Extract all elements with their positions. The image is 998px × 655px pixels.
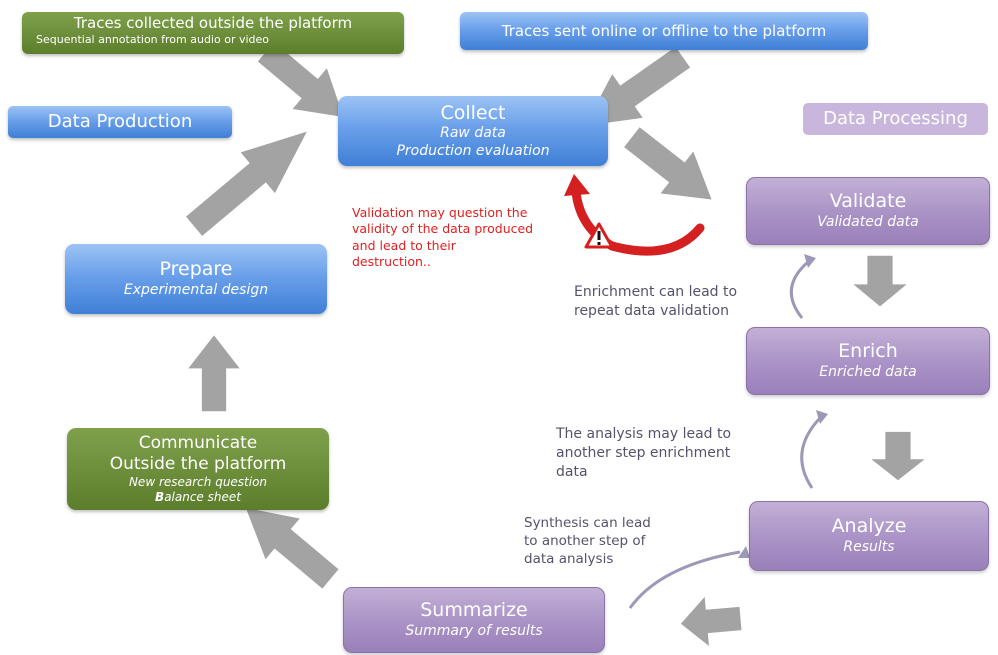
source-outside-line2: Sequential annotation from audio or vide… [36, 32, 270, 46]
note-validation-warning: Validation may question the validity of … [352, 205, 572, 270]
arrow-prepare-to-collect [185, 131, 307, 236]
note-analysis-line1: The analysis may lead to [556, 426, 732, 442]
step-communicate-line2-rest: alance sheet [164, 490, 241, 505]
step-analyze-title: Analyze [831, 515, 907, 538]
step-collect-line1: Raw data [440, 125, 506, 142]
step-validate-title: Validate [829, 190, 907, 213]
source-outside-platform: Traces collected outside the platform Se… [22, 12, 404, 54]
arrow-validate-to-enrich [853, 255, 907, 307]
step-communicate-title: Communicate [138, 432, 258, 453]
source-online-offline: Traces sent online or offline to the pla… [460, 12, 868, 50]
step-communicate-line2-bold: B [155, 490, 165, 505]
note-enrichment: Enrichment can lead to repeat data valid… [574, 283, 737, 321]
loop-arrow-enrichment [789, 260, 809, 319]
note-enrichment-line1: Enrichment can lead to [574, 284, 738, 300]
arrow-communicate-to-prepare [188, 335, 240, 412]
step-enrich: Enrich Enriched data [746, 327, 990, 395]
step-prepare: Prepare Experimental design [65, 244, 327, 314]
note-synthesis-line1: Synthesis can lead [524, 515, 651, 531]
note-warning-line4: destruction.. [352, 253, 431, 269]
step-communicate-line2: Balance sheet [155, 490, 241, 505]
step-collect: Collect Raw data Production evaluation [338, 96, 608, 166]
note-analysis-line2: another step enrichment [556, 444, 731, 461]
step-enrich-title: Enrich [838, 340, 898, 363]
section-data-production-label: Data Production [47, 110, 193, 132]
section-data-processing-label: Data Processing [823, 107, 968, 129]
arrow-summarize-to-communicate [245, 507, 339, 589]
note-synthesis: Synthesis can lead to another step of da… [524, 514, 651, 569]
step-communicate: Communicate Outside the platform New res… [67, 428, 329, 510]
step-summarize: Summarize Summary of results [343, 587, 605, 653]
source-outside-line1: Traces collected outside the platform [73, 14, 353, 32]
step-prepare-title: Prepare [159, 258, 233, 281]
step-prepare-sub: Experimental design [123, 282, 269, 299]
step-enrich-sub: Enriched data [819, 364, 917, 381]
arrow-online-to-collect [584, 46, 691, 126]
step-analyze: Analyze Results [749, 501, 989, 571]
arrow-collect-to-validate [624, 127, 712, 200]
arrow-analyze-to-summarize [680, 596, 742, 647]
source-online-label: Traces sent online or offline to the pla… [501, 21, 827, 40]
note-warning-line1: Validation may question the [352, 205, 528, 220]
step-validate-sub: Validated data [817, 214, 919, 231]
note-synthesis-line3: data analysis [524, 551, 614, 568]
loop-arrow-analysis [800, 416, 822, 489]
step-summarize-title: Summarize [420, 599, 528, 622]
warning-triangle-icon [584, 222, 614, 249]
note-warning-line3: and lead to their [352, 237, 456, 253]
section-data-processing: Data Processing [803, 103, 988, 135]
step-summarize-sub: Summary of results [405, 623, 543, 640]
note-analysis-line3: data [556, 463, 588, 480]
note-enrichment-line2: repeat data validation [574, 302, 729, 319]
step-communicate-line1: New research question [128, 475, 268, 490]
note-analysis: The analysis may lead to another step en… [556, 425, 731, 482]
step-analyze-sub: Results [843, 539, 895, 556]
note-synthesis-line2: to another step of [524, 533, 646, 550]
step-validate: Validate Validated data [746, 177, 990, 245]
step-collect-title: Collect [440, 101, 506, 124]
step-collect-line2: Production evaluation [396, 142, 550, 159]
arrow-outside-to-collect [257, 42, 344, 117]
loop-arrow-synthesis [628, 550, 741, 609]
note-warning-line2: validity of the data produced [352, 221, 534, 237]
section-data-production: Data Production [8, 106, 232, 138]
arrow-enrich-to-analyze [871, 431, 925, 481]
step-communicate-title2: Outside the platform [109, 454, 287, 474]
